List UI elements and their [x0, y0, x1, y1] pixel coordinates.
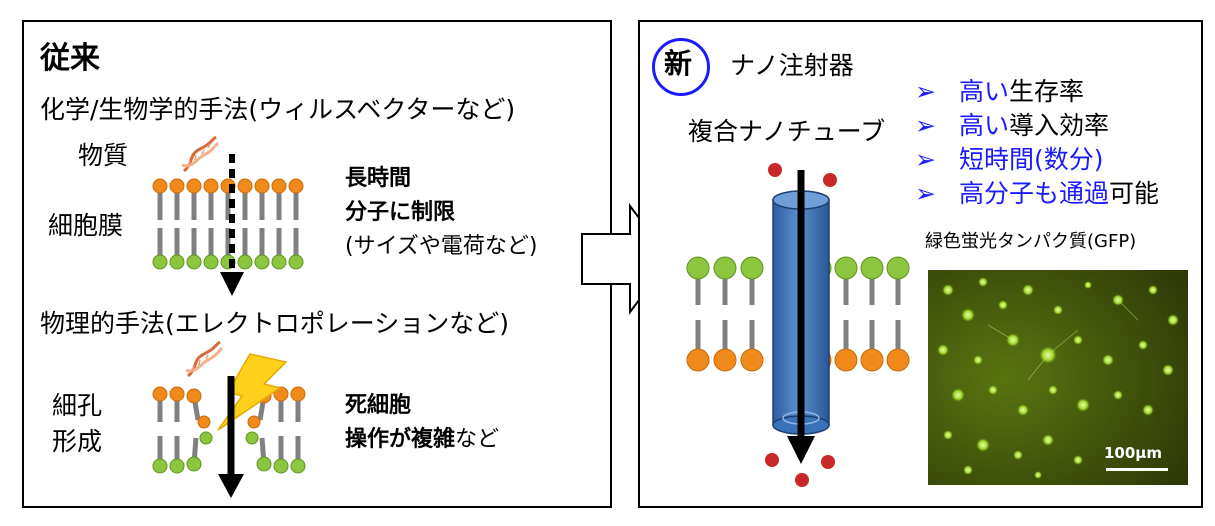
dashed-down-arrow	[220, 154, 244, 296]
bullet-text-blue: 短時間(数分)	[959, 145, 1104, 174]
dna-icon-lower	[185, 340, 224, 378]
chem-note-size-charge: (サイズや電荷など)	[345, 234, 538, 259]
gfp-micrograph: 100μm	[928, 270, 1188, 485]
bullet-arrow-icon: ➢	[915, 111, 936, 140]
substance-label: 物質	[78, 141, 129, 170]
bullet-macromolecule: ➢ 高分子も通過可能	[915, 179, 1160, 209]
nano-injector-title: ナノ注射器	[730, 51, 854, 80]
phys-note-complex: 操作が複雑など	[345, 427, 499, 452]
bullet-survival: ➢ 高い生存率	[915, 77, 1085, 107]
lightning-icon	[217, 353, 288, 431]
nanotube-diagram	[686, 163, 910, 487]
bullet-text-blue: 高い	[959, 111, 1010, 140]
conventional-title: 従来	[40, 41, 100, 76]
conventional-panel	[22, 20, 612, 508]
chem-note-time: 長時間	[345, 166, 412, 191]
chemical-method-heading: 化学/生物学的手法(ウィルスベクターなど)	[40, 95, 516, 124]
gfp-caption: 緑色蛍光タンパク質(GFP)	[925, 231, 1137, 252]
pore-label-2: 形成	[52, 427, 103, 456]
gfp-cells	[928, 270, 1188, 485]
bullet-short-time: ➢ 短時間(数分)	[915, 145, 1104, 175]
scale-bar	[1106, 468, 1168, 471]
physical-method-heading: 物理的手法(エレクトロポレーションなど)	[40, 309, 510, 338]
solid-down-arrow	[218, 376, 244, 498]
bullet-efficiency: ➢ 高い導入効率	[915, 111, 1110, 141]
scale-bar-label: 100μm	[1104, 444, 1162, 462]
phys-note-complex-bold: 操作が複雑	[345, 427, 456, 452]
composite-nanotube-label: 複合ナノチューブ	[688, 117, 886, 146]
phys-note-dead-cell: 死細胞	[345, 393, 412, 418]
bullet-text-black: 導入効率	[1009, 111, 1110, 140]
bullet-text-black: 生存率	[1009, 77, 1085, 106]
bullet-arrow-icon: ➢	[915, 179, 936, 208]
bullet-text-blue: 高分子も通過	[959, 179, 1110, 208]
chem-note-molecule: 分子に制限	[345, 200, 456, 225]
dna-icon	[181, 135, 220, 173]
bullet-arrow-icon: ➢	[915, 77, 936, 106]
bullet-text-blue: 高い	[959, 77, 1010, 106]
bullet-arrow-icon: ➢	[915, 145, 936, 174]
new-badge	[652, 38, 710, 96]
phys-note-complex-rest: など	[455, 427, 500, 452]
pore-label-1: 細孔	[52, 391, 103, 420]
porated-membrane	[152, 386, 306, 474]
cell-membrane-bilayer	[152, 178, 304, 270]
new-badge-text: 新	[664, 47, 693, 80]
bullet-text-black: 可能	[1109, 179, 1160, 208]
cell-membrane-label: 細胞膜	[48, 211, 124, 240]
